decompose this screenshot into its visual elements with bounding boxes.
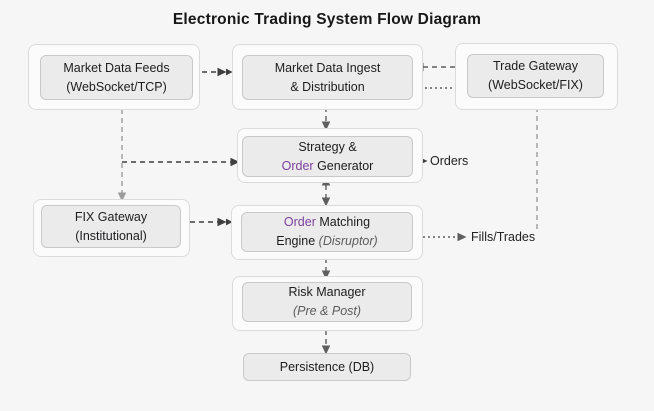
- node-strategy-order-generator: Strategy & Order Generator: [242, 136, 413, 177]
- accent-word: Order: [283, 215, 316, 230]
- node-sublabel: Engine (Disruptor): [276, 234, 378, 248]
- edge-ingest-to-tradegateway-dotted: [419, 83, 465, 93]
- node-risk-manager: Risk Manager (Pre & Post): [242, 282, 412, 322]
- node-trade-gateway: Trade Gateway (WebSocket/FIX): [467, 54, 604, 98]
- node-sublabel: (Institutional): [75, 228, 147, 243]
- node-label: FIX Gateway: [74, 209, 148, 224]
- node-label: Market Data Feeds: [63, 60, 170, 75]
- italic-note: (Disruptor): [318, 234, 378, 248]
- fills-trades-edge-label: Fills/Trades: [471, 230, 536, 244]
- node-market-data-ingest: Market Data Ingest & Distribution: [242, 55, 413, 100]
- orders-edge-label: Orders: [430, 154, 469, 168]
- node-market-data-feeds: Market Data Feeds (WebSocket/TCP): [40, 55, 193, 100]
- node-order-matching-engine: Order Matching Engine (Disruptor): [241, 212, 413, 252]
- node-label: Trade Gateway: [493, 59, 578, 74]
- node-label: Order Matching: [283, 215, 371, 230]
- node-label: Persistence (DB): [279, 359, 375, 374]
- diagram-title: Electronic Trading System Flow Diagram: [172, 11, 482, 28]
- italic-note: (Pre & Post): [292, 304, 362, 318]
- node-persistence: Persistence (DB): [243, 353, 411, 381]
- node-sublabel: (WebSocket/TCP): [66, 79, 167, 94]
- node-sublabel: (WebSocket/FIX): [488, 78, 583, 92]
- node-sublabel: & Distribution: [290, 79, 365, 94]
- node-label: Risk Manager: [288, 285, 366, 300]
- edge-fixgateway-to-matching: [181, 217, 233, 227]
- node-fix-gateway: FIX Gateway (Institutional): [41, 205, 181, 248]
- accent-word: Order: [281, 158, 314, 173]
- node-label: Market Data Ingest: [274, 60, 381, 75]
- node-sublabel: Order Generator: [281, 158, 374, 173]
- node-label: Strategy &: [298, 139, 357, 154]
